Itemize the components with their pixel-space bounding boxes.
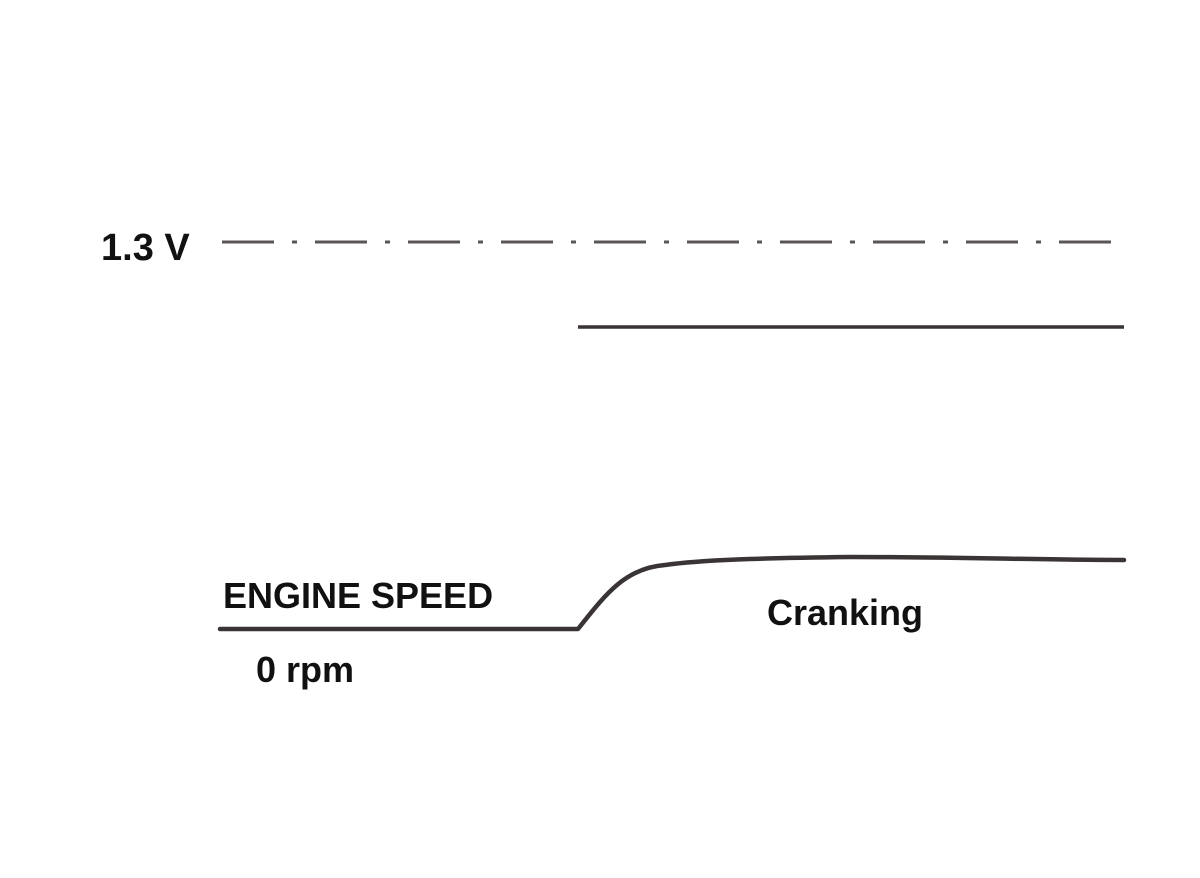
engine-speed-trace — [217, 554, 1127, 632]
cranking-label: Cranking — [767, 592, 923, 633]
engine-speed-label: ENGINE SPEED — [223, 575, 493, 616]
threshold-voltage-label: 1.3 V — [101, 227, 190, 269]
zero-rpm-label: 0 rpm — [256, 649, 354, 690]
